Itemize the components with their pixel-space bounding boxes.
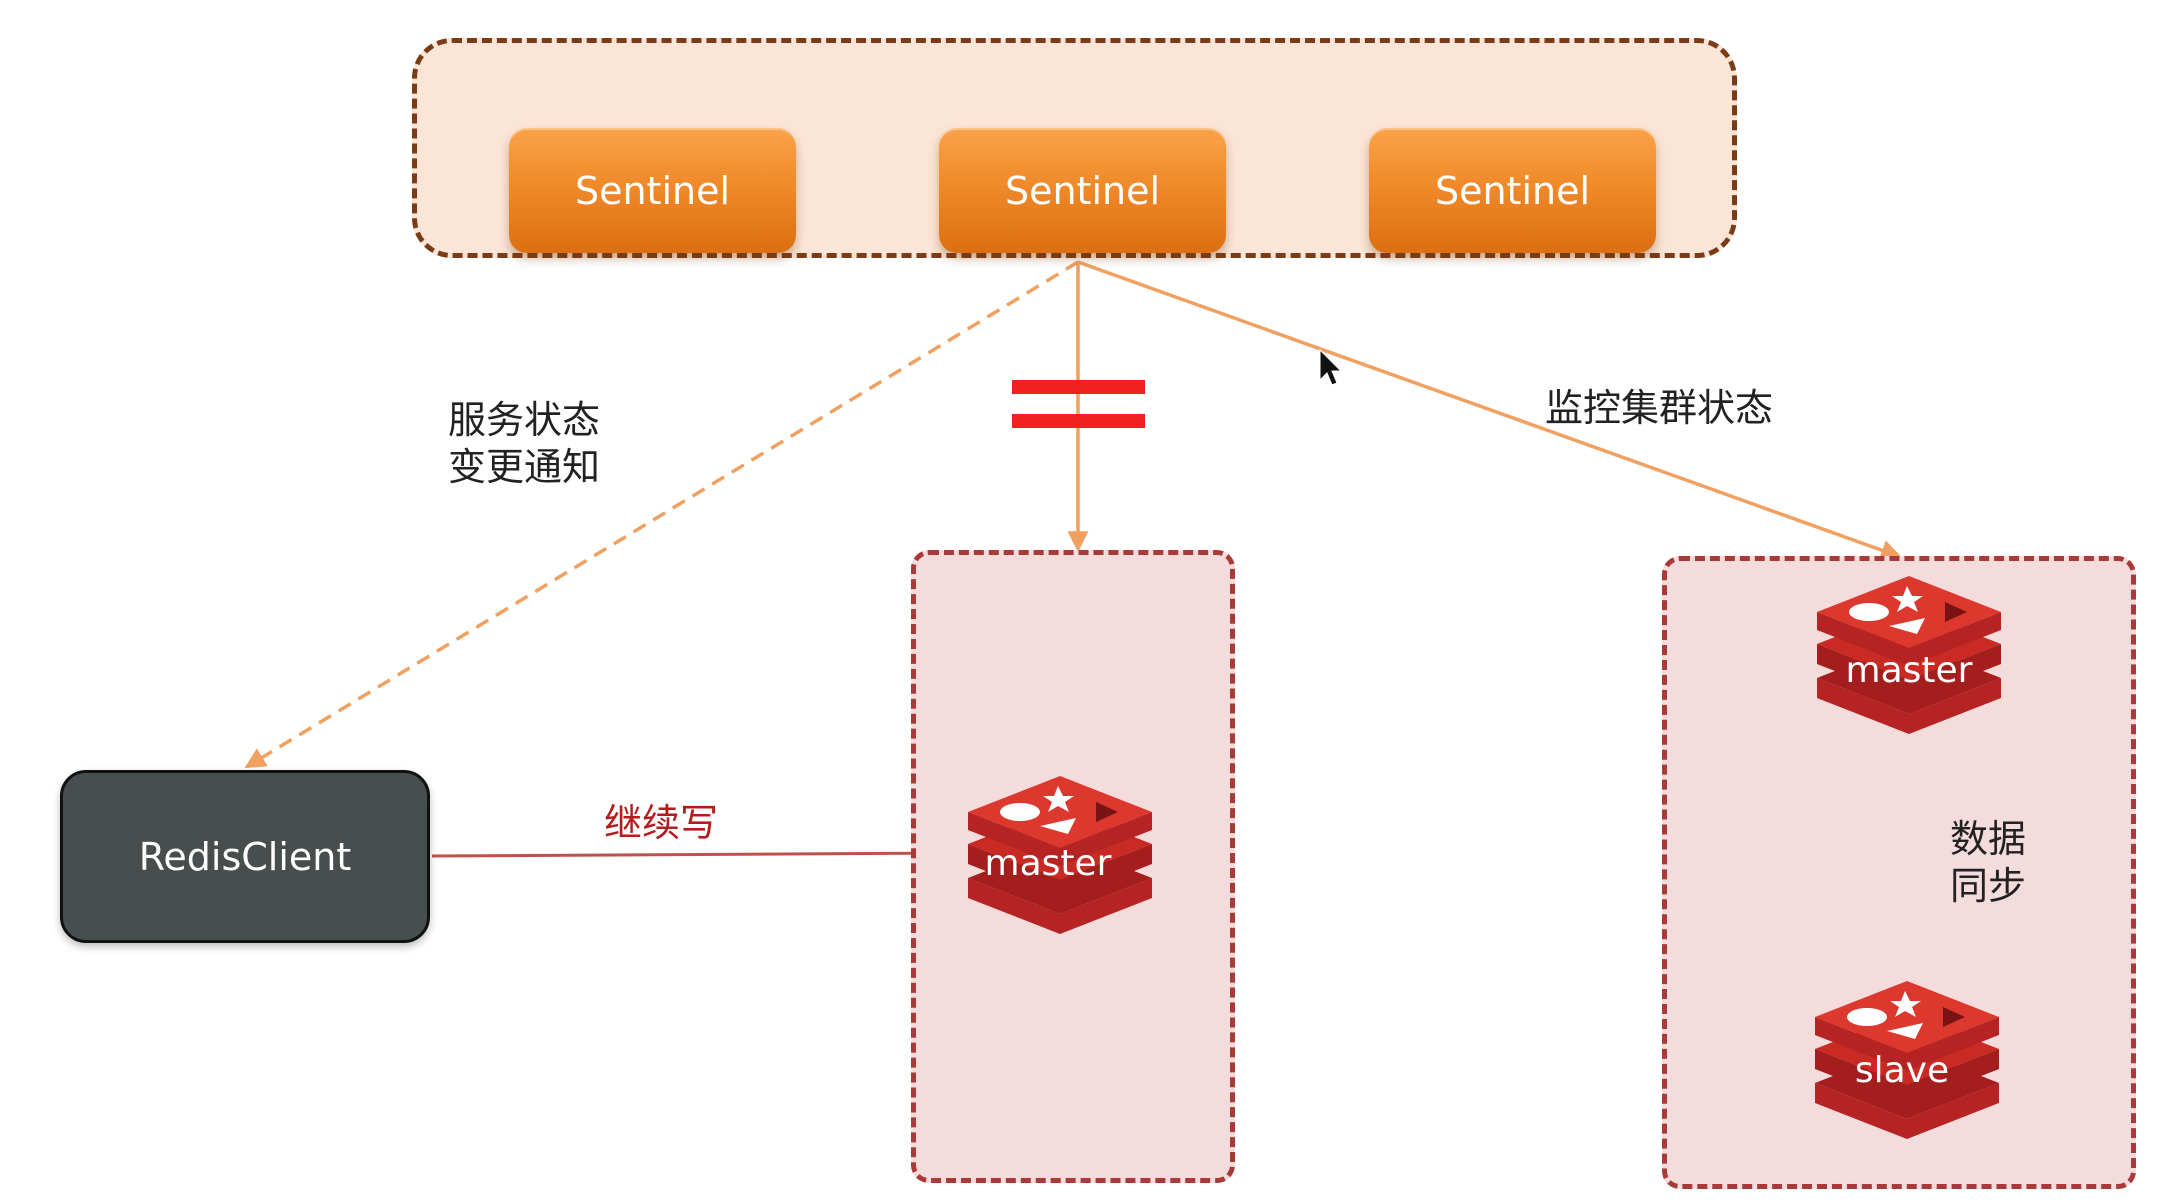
sentinel-node-label: Sentinel xyxy=(1004,168,1161,213)
redis-client-box[interactable]: RedisClient xyxy=(60,770,430,943)
disconnect-mark-top xyxy=(1012,380,1145,394)
old-master-label: master xyxy=(984,843,1112,884)
continue-write-arrow xyxy=(431,844,970,863)
sentinel-node[interactable]: Sentinel xyxy=(509,128,796,253)
notify-arrow xyxy=(244,260,1079,769)
redis-client-label: RedisClient xyxy=(138,834,352,879)
mouse-cursor-icon xyxy=(1319,348,1343,386)
sentinel-node[interactable]: Sentinel xyxy=(1369,128,1656,253)
new-master-label: master xyxy=(1845,650,1973,691)
disconnect-mark-bottom xyxy=(1012,414,1145,428)
sentinel-node[interactable]: Sentinel xyxy=(939,128,1226,253)
slave-label: slave xyxy=(1854,1050,1950,1091)
sentinel-node-label: Sentinel xyxy=(1434,168,1591,213)
notify-label: 服务状态 变更通知 xyxy=(448,398,601,489)
sentinel-cluster: Sentinel Sentinel Sentinel xyxy=(412,38,1737,258)
continue-write-label: 继续写 xyxy=(604,801,719,845)
sentinel-node-label: Sentinel xyxy=(574,168,731,213)
data-sync-label: 数据 同步 xyxy=(1950,817,2027,908)
monitor-label: 监控集群状态 xyxy=(1545,386,1774,430)
monitor-arrow xyxy=(1077,260,1902,561)
